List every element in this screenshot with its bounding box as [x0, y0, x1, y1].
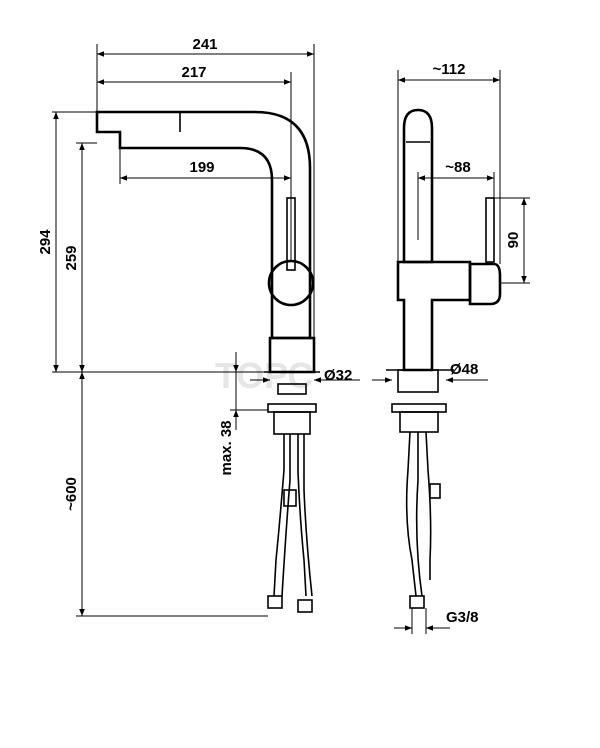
hose-left-inner-front	[281, 434, 291, 597]
hose-right-front	[297, 434, 307, 597]
dim-side-width: ~112	[433, 61, 466, 78]
body-block-side	[396, 260, 472, 372]
faucet-body-front	[95, 110, 312, 340]
side-view	[386, 108, 502, 609]
hose-side-c	[425, 431, 432, 580]
dim-connection-thread: G3/8	[446, 609, 479, 626]
watermark-logo: ТОРС	[215, 355, 313, 396]
body-base-side	[397, 369, 439, 393]
mount-bracket-side	[399, 411, 439, 433]
lever-hub-side	[468, 262, 502, 306]
hose-fitting-right-front	[297, 599, 313, 613]
dim-lever-offset: ~88	[445, 159, 470, 176]
dim-spout-reach: 217	[181, 64, 206, 81]
lever-hub-front	[267, 259, 315, 307]
spout-column-side	[402, 108, 434, 264]
mount-washer-front	[267, 403, 317, 413]
dim-body-diameter: Ø32	[324, 367, 352, 384]
front-view	[95, 110, 320, 613]
hose-valve-side	[429, 483, 441, 499]
dim-base-diameter: Ø48	[450, 361, 478, 378]
dim-total-height: 294	[37, 229, 54, 255]
hose-valve-front	[283, 489, 297, 507]
mount-nut-front	[277, 383, 307, 395]
side-dimensions: ~112 ~88 90 Ø48 G3/8	[372, 61, 530, 634]
lever-handle-side	[485, 197, 495, 263]
mount-washer-side	[391, 403, 447, 413]
hose-fitting-left-front	[267, 595, 283, 609]
hose-side-b	[415, 432, 423, 597]
hose-side-a	[405, 431, 417, 597]
hose-right-inner-front	[303, 434, 313, 597]
hose-fitting-side	[409, 595, 425, 609]
dim-max-deck-thickness: max. 38	[218, 420, 235, 475]
dim-lever-height: 90	[505, 232, 522, 249]
dim-outlet-height: 259	[63, 245, 80, 270]
dim-spout-outlet-reach: 199	[189, 159, 214, 176]
hose-left-front	[273, 434, 285, 597]
mount-bracket-front	[273, 411, 311, 435]
dim-total-reach: 241	[192, 36, 217, 53]
dim-hose-length: ~600	[63, 477, 80, 511]
front-dimensions: 241 217 199 294 259 ~600 max. 38 Ø32	[37, 36, 360, 617]
